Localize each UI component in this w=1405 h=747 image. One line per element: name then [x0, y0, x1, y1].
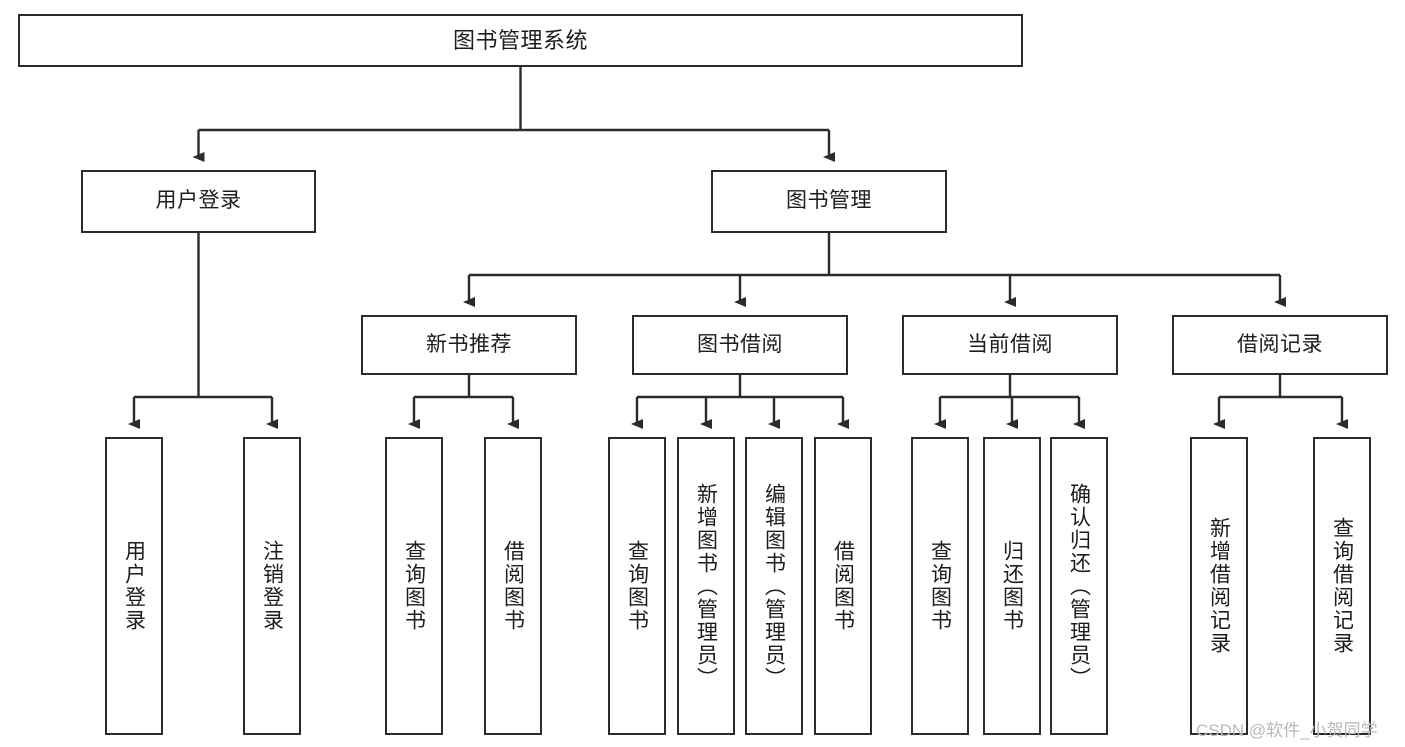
- node-label: 图书管理系统: [452, 27, 588, 53]
- node-label: 用户登录: [122, 540, 146, 632]
- node-leaf-query-book-2[interactable]: 查询图书: [608, 437, 666, 735]
- node-leaf-confirm-ret[interactable]: 确认归还（管理员）: [1050, 437, 1108, 735]
- node-leaf-add-record[interactable]: 新增借阅记录: [1190, 437, 1248, 735]
- node-label: 归还图书: [1000, 540, 1024, 632]
- node-book-borrow[interactable]: 图书借阅: [632, 315, 848, 375]
- node-label: 借阅图书: [831, 540, 855, 632]
- node-label: 用户登录: [155, 189, 242, 213]
- node-leaf-edit-book[interactable]: 编辑图书（管理员）: [745, 437, 803, 735]
- node-label: 注销登录: [260, 540, 284, 632]
- node-root[interactable]: 图书管理系统: [18, 14, 1023, 67]
- node-label: 查询图书: [928, 540, 952, 632]
- node-leaf-query-book-3[interactable]: 查询图书: [911, 437, 969, 735]
- node-leaf-user-login[interactable]: 用户登录: [105, 437, 163, 735]
- node-label: 图书管理: [786, 189, 872, 213]
- node-label: 借阅记录: [1237, 332, 1323, 356]
- node-user-login[interactable]: 用户登录: [81, 170, 316, 233]
- node-book-manage[interactable]: 图书管理: [711, 170, 947, 233]
- node-leaf-borrow-book-1[interactable]: 借阅图书: [484, 437, 542, 735]
- node-label: 新书推荐: [426, 332, 512, 356]
- node-label: 当前借阅: [967, 332, 1053, 356]
- node-label: 编辑图书（管理员）: [762, 482, 786, 690]
- node-leaf-return-book[interactable]: 归还图书: [983, 437, 1041, 735]
- node-borrow-record[interactable]: 借阅记录: [1172, 315, 1388, 375]
- node-label: 确认归还（管理员）: [1067, 482, 1091, 690]
- node-leaf-add-book[interactable]: 新增图书（管理员）: [677, 437, 735, 735]
- node-new-book-rec[interactable]: 新书推荐: [361, 315, 577, 375]
- node-label: 新增图书（管理员）: [694, 482, 718, 690]
- node-leaf-borrow-book-2[interactable]: 借阅图书: [814, 437, 872, 735]
- node-label: 查询借阅记录: [1330, 517, 1354, 655]
- node-label: 借阅图书: [501, 540, 525, 632]
- node-current-borrow[interactable]: 当前借阅: [902, 315, 1118, 375]
- node-label: 图书借阅: [697, 332, 783, 356]
- node-leaf-user-logout[interactable]: 注销登录: [243, 437, 301, 735]
- node-leaf-query-book-1[interactable]: 查询图书: [385, 437, 443, 735]
- node-leaf-query-record[interactable]: 查询借阅记录: [1313, 437, 1371, 735]
- node-label: 查询图书: [402, 540, 426, 632]
- node-label: 新增借阅记录: [1207, 517, 1231, 655]
- node-label: 查询图书: [625, 540, 649, 632]
